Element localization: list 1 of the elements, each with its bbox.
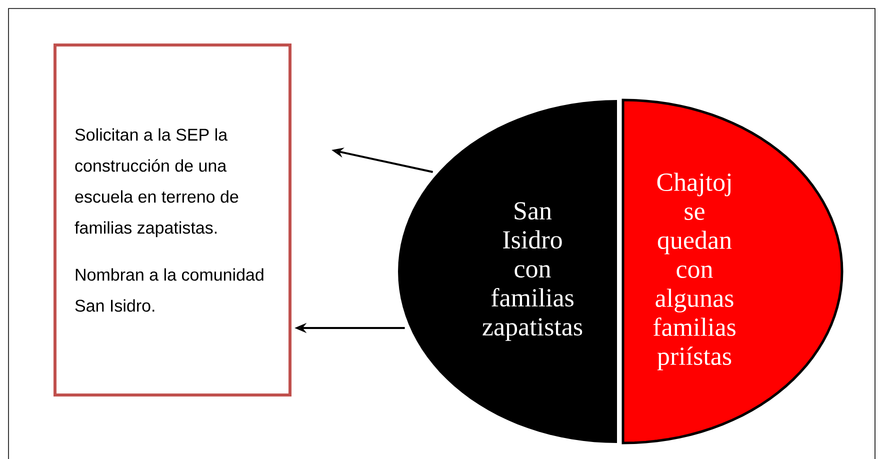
text-box: Solicitan a la SEP la construcción de una escuela en terreno de familias zapatistas. Nombran a la comunidad San Isidro. (54, 44, 292, 396)
